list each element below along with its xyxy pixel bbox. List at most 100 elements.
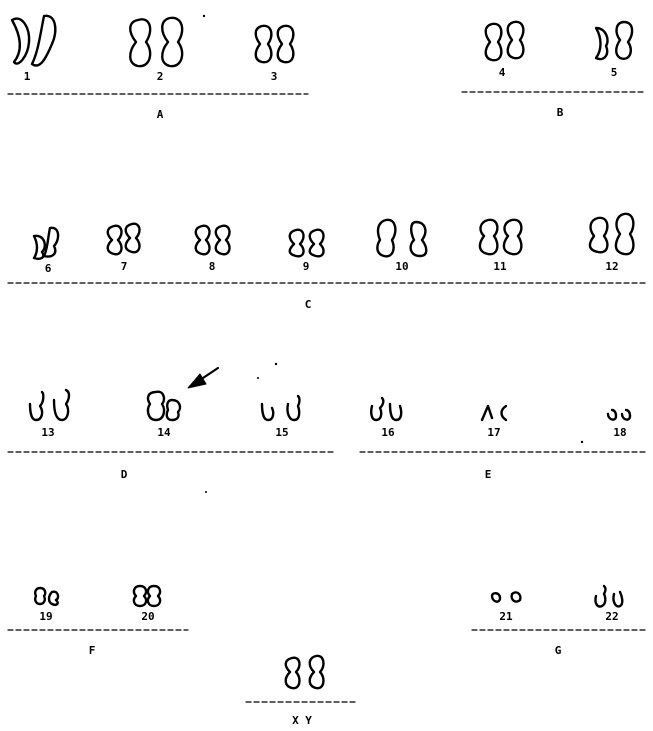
chromosome-pair-18: 18 — [608, 410, 630, 439]
chromosome-21b — [512, 592, 521, 601]
chromosome-4a — [486, 24, 502, 60]
pair-number: 8 — [209, 260, 216, 273]
pair-number: 21 — [499, 610, 513, 623]
chromosome-17b — [502, 406, 507, 420]
group-f: 19 20 F — [8, 586, 188, 657]
chromosome-pair-8: 8 — [196, 226, 230, 273]
chromosome-pair-3: 3 — [256, 26, 294, 83]
chromosome-y — [310, 656, 324, 688]
speck — [203, 15, 205, 17]
group-sex-chromosomes: X Y — [246, 656, 356, 727]
chromosome-1a — [12, 19, 29, 64]
chromosome-21a — [492, 593, 500, 601]
group-label-xy: X Y — [292, 714, 312, 727]
pair-number: 7 — [121, 260, 128, 273]
group-a: 1 2 3 A — [8, 16, 308, 121]
chromosome-8a — [196, 226, 210, 255]
pair-number: 13 — [41, 426, 54, 439]
chromosome-pair-xy — [286, 656, 324, 688]
chromosome-pair-15: 15 — [262, 396, 300, 439]
chromosome-10a — [377, 220, 395, 257]
chromosome-15a — [262, 404, 273, 420]
group-label-f: F — [89, 644, 96, 657]
speck — [275, 363, 277, 365]
chromosome-8b — [216, 226, 230, 255]
chromosome-x — [286, 658, 300, 688]
pair-number: 6 — [45, 262, 52, 275]
pair-number: 3 — [271, 70, 278, 83]
chromosome-16b — [390, 404, 401, 420]
chromosome-pair-16: 16 — [371, 398, 401, 439]
chromosome-7b — [126, 224, 140, 253]
pair-number: 2 — [157, 70, 164, 83]
chromosome-6b — [44, 228, 58, 257]
chromosome-5a — [596, 28, 608, 59]
chromosome-12a — [590, 218, 607, 252]
group-d: 13 14 15 D — [8, 390, 336, 481]
pair-number: 19 — [39, 610, 52, 623]
group-e: 16 17 18 E — [360, 398, 648, 481]
chromosome-9a — [290, 230, 304, 257]
pair-number: 15 — [275, 426, 288, 439]
chromosome-12b — [616, 214, 633, 254]
pair-number: 18 — [613, 426, 626, 439]
chromosome-9b — [310, 230, 324, 257]
arrow-annotation — [188, 368, 218, 388]
chromosome-14a — [148, 392, 164, 420]
pair-number: 12 — [605, 260, 618, 273]
chromosome-22a — [595, 586, 605, 607]
chromosome-pair-17: 17 — [482, 406, 506, 439]
chromosome-20b — [148, 586, 160, 606]
chromosome-pair-5: 5 — [596, 22, 632, 79]
chromosome-pair-14: 14 — [148, 392, 180, 439]
chromosome-10b — [411, 222, 427, 256]
chromosome-22b — [613, 592, 622, 606]
chromosome-5b — [616, 22, 632, 59]
pair-number: 14 — [157, 426, 171, 439]
pair-number: 16 — [381, 426, 395, 439]
chromosome-pair-21: 21 — [492, 592, 520, 623]
chromosome-17a — [482, 406, 492, 420]
group-label-d: D — [121, 468, 128, 481]
chromosome-pair-4: 4 — [486, 22, 524, 79]
group-c: 6 7 8 9 10 11 12 — [8, 214, 648, 311]
chromosome-11b — [504, 220, 521, 254]
pair-number: 20 — [141, 610, 154, 623]
chromosome-13b — [54, 390, 69, 420]
pair-number: 22 — [605, 610, 618, 623]
group-label-e: E — [485, 468, 492, 481]
chromosome-2b — [162, 18, 182, 66]
chromosome-pair-22: 22 — [595, 586, 622, 623]
chromosome-3a — [256, 26, 272, 62]
chromosome-16a — [371, 398, 383, 420]
pair-number: 1 — [24, 70, 31, 83]
chromosome-pair-12: 12 — [590, 214, 633, 273]
pair-number: 9 — [303, 260, 310, 273]
speck — [257, 377, 259, 379]
chromosome-2a — [130, 19, 150, 66]
pair-number: 5 — [611, 66, 618, 79]
speck — [205, 491, 207, 493]
chromosome-18a — [608, 410, 616, 420]
group-label-b: B — [557, 106, 564, 119]
group-g: 21 22 G — [472, 586, 648, 657]
chromosome-pair-7: 7 — [108, 224, 140, 273]
chromosome-pair-19: 19 — [35, 588, 58, 623]
chromosome-pair-9: 9 — [290, 230, 324, 273]
chromosome-7a — [108, 226, 122, 255]
group-b: 4 5 B — [462, 22, 646, 119]
chromosome-11a — [480, 220, 497, 254]
chromosome-pair-10: 10 — [377, 220, 426, 273]
pair-number: 17 — [487, 426, 500, 439]
arrow-head — [188, 374, 206, 388]
chromosome-pair-2: 2 — [130, 18, 182, 83]
pair-number: 10 — [395, 260, 408, 273]
chromosome-19a — [35, 588, 45, 604]
chromosome-13a — [30, 392, 43, 420]
chromosome-4b — [508, 22, 524, 58]
group-label-g: G — [555, 644, 562, 657]
pair-number: 4 — [499, 66, 506, 79]
group-label-c: C — [305, 298, 312, 311]
chromosome-19b — [49, 592, 58, 605]
